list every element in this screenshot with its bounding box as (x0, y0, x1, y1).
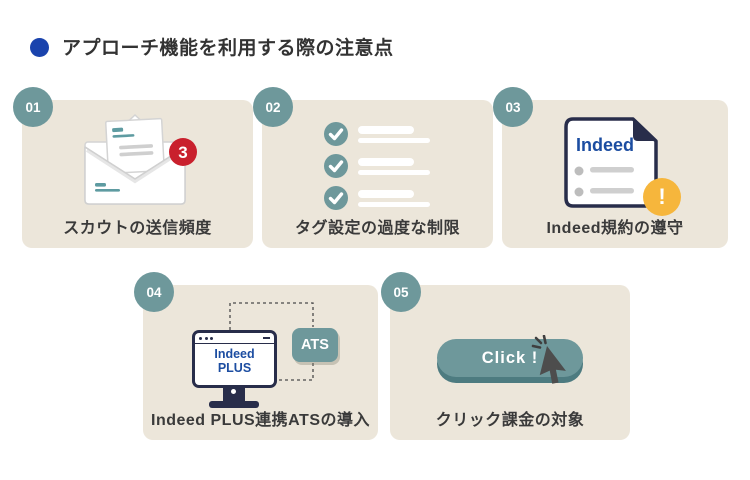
monitor-icon: Indeed PLUS (192, 330, 277, 388)
card-caption: クリック課金の対象 (435, 412, 585, 429)
card-caption: タグ設定の過度な制限 (294, 220, 460, 237)
card-scout-frequency: 01 3 スカウトの送信頻度 (13, 87, 253, 248)
monitor-stand-base (209, 401, 259, 408)
notification-badge (169, 138, 197, 166)
card-caption: スカウトの送信頻度 (63, 220, 212, 237)
number-badge: 03 (493, 87, 533, 127)
placeholder-text-lines (358, 125, 430, 143)
card-click-billing: 05 Click ! クリック課金の対象 (381, 272, 630, 440)
open-envelope-icon: 3 (78, 112, 200, 213)
card-tag-restriction: 02 タグ設定の過度な制限 (253, 87, 493, 248)
checkmark-icon (324, 122, 348, 146)
monitor-screen: Indeed PLUS (195, 333, 274, 385)
checkmark-icon (324, 154, 348, 178)
blue-dot-icon (30, 38, 49, 57)
checklist-row (324, 154, 430, 178)
monitor-stand-neck (223, 387, 245, 402)
placeholder-text-lines (358, 189, 430, 207)
checklist-row (324, 122, 430, 146)
screen-text-line2: PLUS (217, 361, 252, 375)
card-caption: Indeed規約の遵守 (546, 220, 684, 237)
placeholder-text-lines (358, 157, 430, 175)
document-alert-icon: Indeed ! (562, 116, 682, 236)
notification-count: 3 (178, 143, 187, 162)
cursor-icon (528, 334, 586, 396)
checklist-row (324, 186, 430, 210)
card-ats-integration: 04 Indeed PLUS ATS Indeed PLUS連携ATSの導入 (134, 272, 378, 440)
card-indeed-terms: 03 Indeed ! Indeed規約の遵守 (493, 87, 728, 248)
number-badge: 04 (134, 272, 174, 312)
number-badge: 01 (13, 87, 53, 127)
click-button: Click ! (437, 339, 583, 377)
document-title: Indeed (576, 135, 634, 155)
minimize-icon (263, 336, 270, 340)
checkmark-icon (324, 186, 348, 210)
screen-text-line1: Indeed (214, 347, 255, 361)
warning-icon: ! (643, 178, 681, 216)
page-title: アプローチ機能を利用する際の注意点 (62, 38, 394, 59)
checklist-icon (324, 122, 430, 218)
number-badge: 02 (253, 87, 293, 127)
ats-label: ATS (292, 328, 338, 362)
browser-chrome (195, 333, 274, 344)
card-caption: Indeed PLUS連携ATSの導入 (151, 412, 370, 429)
number-badge: 05 (381, 272, 421, 312)
